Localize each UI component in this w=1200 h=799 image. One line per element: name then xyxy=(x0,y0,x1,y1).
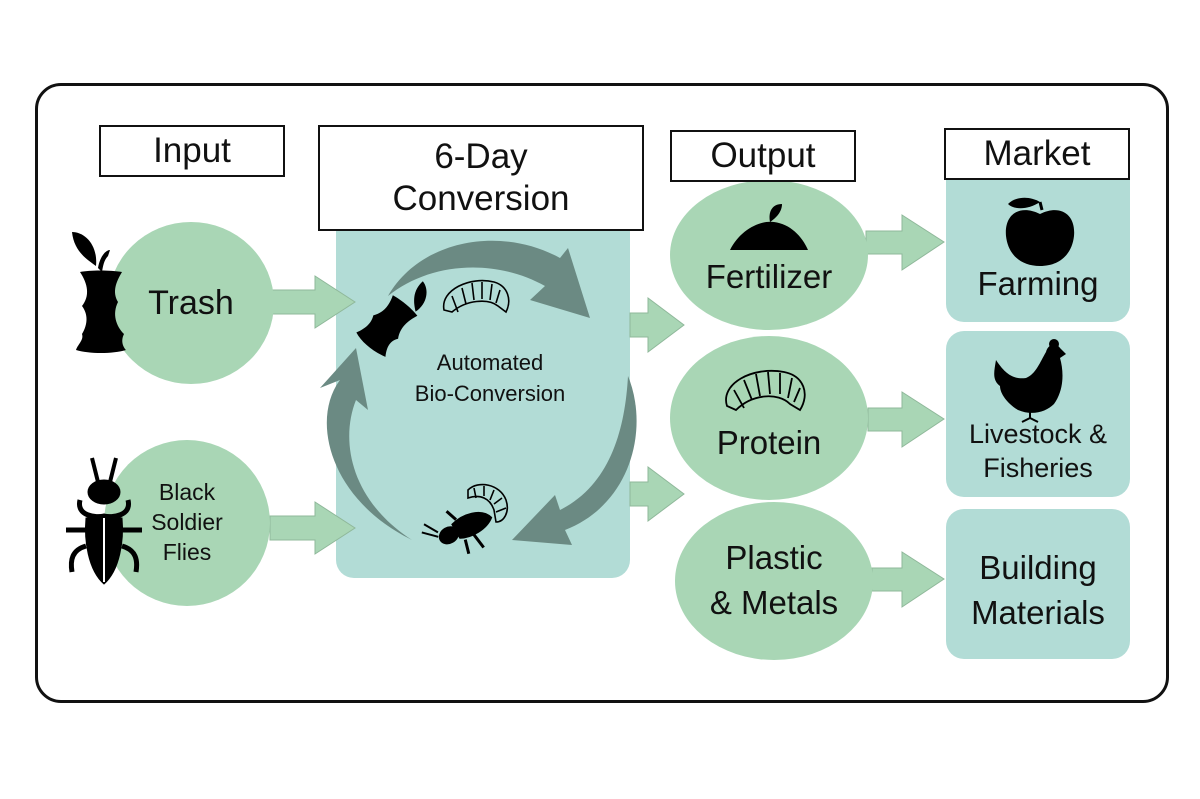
output-plastic-label-2: & Metals xyxy=(709,584,839,621)
market-livestock-label: Livestock & Fisheries xyxy=(946,418,1130,486)
market-livestock-label-1: Livestock & xyxy=(968,419,1108,449)
output-fertilizer-label: Fertilizer xyxy=(705,258,833,295)
header-market-text: Market xyxy=(983,134,1091,173)
flow-arrow-plastic-building xyxy=(871,551,945,608)
process-label: Automated Bio-Conversion xyxy=(380,348,600,410)
input-flies: Black Soldier Flies xyxy=(104,440,270,606)
input-trash-label: Trash xyxy=(148,283,234,322)
output-protein: Protein xyxy=(670,336,868,500)
market-farming-label: Farming xyxy=(977,265,1099,302)
header-output-text: Output xyxy=(710,136,816,175)
process-label-line1: Automated xyxy=(436,350,544,375)
market-building-label-1: Building xyxy=(979,549,1097,586)
market-box-building xyxy=(946,509,1130,659)
input-flies-label-1: Black xyxy=(158,479,216,506)
header-conversion: 6-Day Conversion xyxy=(318,125,644,231)
market-building-label: Building Materials xyxy=(946,546,1130,635)
output-fertilizer: Fertilizer xyxy=(670,180,868,330)
header-market: Market xyxy=(944,128,1130,180)
process-label-line2: Bio-Conversion xyxy=(414,380,566,406)
input-trash: Trash xyxy=(108,222,274,384)
header-input: Input xyxy=(99,125,285,177)
header-output: Output xyxy=(670,130,856,182)
flow-arrow-to-fertilizer xyxy=(629,297,685,353)
market-building-label-2: Materials xyxy=(971,593,1105,631)
flow-arrow-trash xyxy=(271,275,356,329)
output-plastic-metals: Plastic & Metals xyxy=(675,502,873,660)
cycle-arrow-right xyxy=(512,376,637,545)
flow-arrow-fertilizer-farming xyxy=(865,214,945,271)
header-conversion-line2: Conversion xyxy=(392,179,570,218)
output-plastic-label-1: Plastic xyxy=(725,539,823,577)
header-conversion-line1: 6-Day xyxy=(434,137,528,176)
diagram-frame xyxy=(35,83,1169,703)
cycle-arrow-left xyxy=(320,348,412,540)
input-flies-label-3: Flies xyxy=(162,538,212,565)
market-livestock-label-2: Fisheries xyxy=(983,452,1093,483)
output-protein-label: Protein xyxy=(716,424,822,461)
input-flies-label-2: Soldier xyxy=(151,509,223,536)
cycle-arrow-top xyxy=(388,240,590,318)
flow-arrow-flies xyxy=(269,501,356,555)
header-input-text: Input xyxy=(153,131,231,170)
flow-arrow-protein-livestock xyxy=(867,391,945,448)
flow-arrow-to-protein xyxy=(629,466,685,522)
